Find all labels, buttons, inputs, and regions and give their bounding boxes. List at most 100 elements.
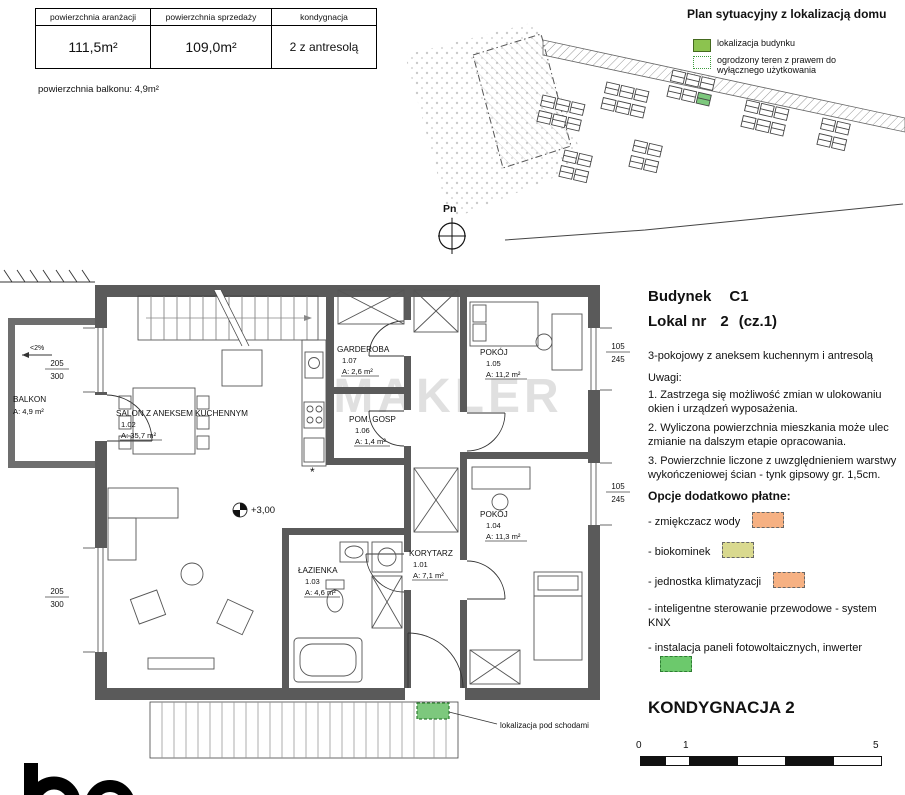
legend-item-building: lokalizacja budynku [693,38,795,52]
room-label-garderoba: GARDEROBA 1.07 A: 2,6 m² [337,345,390,377]
summary-header-sprzedaz: powierzchnia sprzedaży [150,8,272,26]
svg-text:A: 35,7 m²: A: 35,7 m² [121,431,156,440]
unit-label: Lokal nr [648,313,707,330]
kitchen: * [301,339,327,479]
svg-text:A: 11,3 m²: A: 11,3 m² [486,532,521,541]
doors [106,320,506,689]
svg-text:A: 4,6 m²: A: 4,6 m² [305,588,336,597]
water-softener-swatch [752,512,785,528]
room-label-pokoj-104: POKÓJ 1.04 A: 11,3 m² [480,509,527,542]
room-label-lazienka: ŁAZIENKA 1.03 A: 4,6 m² [298,566,340,598]
building-value: C1 [729,288,749,305]
option-water-softener: - zmiękczacz wody [648,512,905,530]
svg-text:300: 300 [50,372,64,381]
slope-label: <2% [30,345,44,352]
note-1: 1. Zastrzega się możliwość zmian w uloko… [648,389,882,416]
freezer-asterisk-icon: * [310,465,315,479]
unit-suffix: (cz.1) [738,313,778,330]
built-in-wardrobes [337,289,459,533]
building-label: Budynek [648,288,712,305]
room-label-pokoj-105: POKÓJ 1.05 A: 11,2 m² [480,347,527,380]
biofireplace-swatch [722,541,755,558]
agency-logo-icon [24,763,133,795]
legend-label-fenced-area: ogrodzony teren z prawem do wyłącznego u… [717,55,837,76]
dimension-labels: 205 300 205 300 105 245 105 245 [45,327,630,653]
svg-text:BALKON: BALKON [13,395,46,404]
building-title: Budynek C1 [648,288,749,305]
svg-text:A: 11,2 m²: A: 11,2 m² [486,370,521,379]
svg-text:ŁAZIENKA: ŁAZIENKA [298,566,338,575]
room-label-balkon: BALKON A: 4,9 m² [13,395,46,416]
note-2: 2. Wyliczona powierzchnia mieszkania moż… [648,422,889,449]
site-plan-drawing: Pn [405,22,905,254]
legend-dotted-swatch [693,56,711,69]
agency-logo [16,763,156,795]
svg-text:245: 245 [611,495,625,504]
svg-text:1.02: 1.02 [121,420,136,429]
neighbour-hatch [0,269,95,283]
options-list: - zmiękczacz wody - biokominek - jednost… [648,512,905,686]
legend-item-fenced-area: ogrodzony teren z prawem do wyłącznego u… [693,55,883,76]
summary-value-aranzacja: 111,5m² [35,25,151,69]
under-stairs-highlight [416,702,450,720]
svg-text:1.03: 1.03 [305,577,320,586]
level-value: +3,00 [251,505,275,516]
floor-title: KONDYGNACJA 2 [648,698,795,717]
stairs-interior [137,289,319,347]
interior-walls [282,285,588,688]
svg-text:205: 205 [50,359,64,368]
svg-text:POM. GOSP: POM. GOSP [349,415,396,424]
summary-table: powierzchnia aranżacji powierzchnia sprz… [35,8,377,69]
svg-text:POKÓJ: POKÓJ [480,509,508,519]
site-terrain [405,22,904,241]
svg-text:1.01: 1.01 [413,560,428,569]
air-conditioning-swatch [773,571,806,588]
summary-header-kondygnacja: kondygnacja [271,8,377,26]
svg-text:105: 105 [611,342,625,351]
north-compass: Pn [438,203,466,254]
svg-text:300: 300 [50,600,64,609]
scale-label-0: 0 [636,740,642,751]
summary-value-sprzedaz: 109,0m² [150,25,272,69]
svg-text:205: 205 [50,587,64,596]
unit-number: 2 [720,313,729,330]
under-stairs-note: lokalizacja pod schodami [500,721,589,730]
summary-header-aranzacja: powierzchnia aranżacji [35,8,151,26]
windows [95,328,600,700]
svg-text:1.05: 1.05 [486,359,501,368]
svg-text:POKÓJ: POKÓJ [480,347,508,357]
notes-title: Uwagi: [648,372,682,384]
room-label-korytarz: KORYTARZ 1.01 A: 7,1 m² [409,549,453,581]
bedroom-104-furniture [469,466,583,685]
bathroom-fixtures [293,541,403,683]
exterior-stairs: lokalizacja pod schodami [149,701,589,759]
svg-text:SALON Z ANEKSEM KUCHENNYM: SALON Z ANEKSEM KUCHENNYM [116,409,248,418]
note-3: 3. Powierzchnie liczone z uwzględnieniem… [648,455,897,482]
photovoltaics-swatch [660,656,692,673]
compass-label: Pn [443,203,456,215]
option-air-conditioning: - jednostka klimatyzacji [648,571,905,590]
option-biofireplace: - biokominek [648,541,905,560]
notes-list: 1. Zastrzega się możliwość zmian w uloko… [648,388,905,487]
svg-text:1.07: 1.07 [342,356,357,365]
scale-bar [640,756,882,766]
svg-text:GARDEROBA: GARDEROBA [337,345,390,354]
scale-label-5: 5 [873,740,879,751]
option-knx: - inteligentne sterowanie przewodowe - s… [648,602,877,630]
svg-text:1.04: 1.04 [486,521,501,530]
svg-text:KORYTARZ: KORYTARZ [409,549,453,558]
balcony: <2% [8,318,95,468]
legend-green-swatch [693,39,711,52]
unit-description: 3-pokojowy z aneksem kuchennym i antreso… [648,350,874,362]
svg-text:A: 2,6 m²: A: 2,6 m² [342,367,373,376]
level-marker: +3,00 [232,502,275,518]
svg-text:245: 245 [611,355,625,364]
balcony-area-footnote: powierzchnia balkonu: 4,9m² [38,84,159,95]
room-labels: BALKON A: 4,9 m² SALON Z ANEKSEM KUCHENN… [13,345,527,598]
legend-label-building: lokalizacja budynku [717,38,796,48]
scale-label-1: 1 [683,740,689,751]
option-photovoltaics: - instalacja paneli fotowoltaicznych, in… [648,641,880,674]
unit-title: Lokal nr 2 (cz.1) [648,313,777,330]
room-label-salon: SALON Z ANEKSEM KUCHENNYM 1.02 A: 35,7 m… [116,409,248,441]
